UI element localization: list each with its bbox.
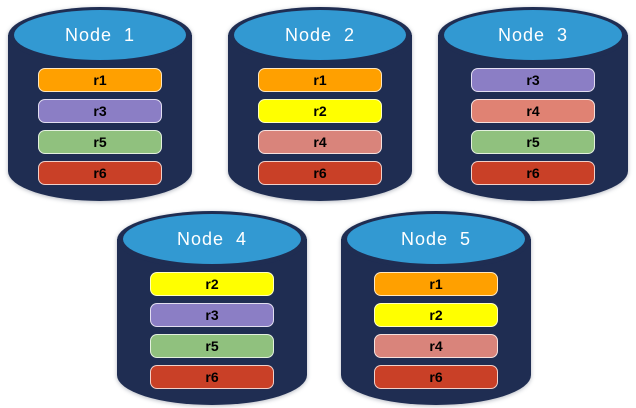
- replica-bar: r6: [471, 161, 595, 185]
- db-node-5: Node 5 r1 r2 r4 r6: [341, 211, 531, 405]
- replica-bar: r6: [38, 161, 162, 185]
- replica-list: r3 r4 r5 r6: [438, 68, 628, 185]
- replica-list: r2 r3 r5 r6: [117, 272, 307, 389]
- db-node-2: Node 2 r1 r2 r4 r6: [228, 7, 412, 201]
- replica-bar: r5: [38, 130, 162, 154]
- replica-bar: r3: [471, 68, 595, 92]
- replica-bar: r2: [150, 272, 274, 296]
- node-label: Node 1: [64, 25, 136, 45]
- replica-bar: r4: [374, 334, 498, 358]
- db-node-4: Node 4 r2 r3 r5 r6: [117, 211, 307, 405]
- replica-bar: r1: [38, 68, 162, 92]
- cylinder-top-face: Node 4: [123, 214, 301, 264]
- replica-bar: r2: [374, 303, 498, 327]
- db-node-3: Node 3 r3 r4 r5 r6: [438, 7, 628, 201]
- replica-bar: r3: [150, 303, 274, 327]
- replica-bar: r2: [258, 99, 382, 123]
- cylinder-top-face: Node 1: [14, 10, 186, 60]
- replica-bar: r6: [150, 365, 274, 389]
- replica-bar: r1: [258, 68, 382, 92]
- cylinder-top-face: Node 5: [347, 214, 525, 264]
- replica-list: r1 r3 r5 r6: [8, 68, 192, 185]
- db-node-1: Node 1 r1 r3 r5 r6: [8, 7, 192, 201]
- replica-bar: r6: [258, 161, 382, 185]
- replica-bar: r6: [374, 365, 498, 389]
- replica-bar: r4: [258, 130, 382, 154]
- replica-list: r1 r2 r4 r6: [341, 272, 531, 389]
- cylinder-top-face: Node 3: [444, 10, 622, 60]
- replica-bar: r5: [471, 130, 595, 154]
- node-label: Node 4: [176, 229, 248, 249]
- node-label: Node 3: [497, 25, 569, 45]
- replica-bar: r5: [150, 334, 274, 358]
- replica-bar: r1: [374, 272, 498, 296]
- replica-bar: r3: [38, 99, 162, 123]
- replica-list: r1 r2 r4 r6: [228, 68, 412, 185]
- node-label: Node 2: [284, 25, 356, 45]
- replica-bar: r4: [471, 99, 595, 123]
- cylinder-top-face: Node 2: [234, 10, 406, 60]
- node-label: Node 5: [400, 229, 472, 249]
